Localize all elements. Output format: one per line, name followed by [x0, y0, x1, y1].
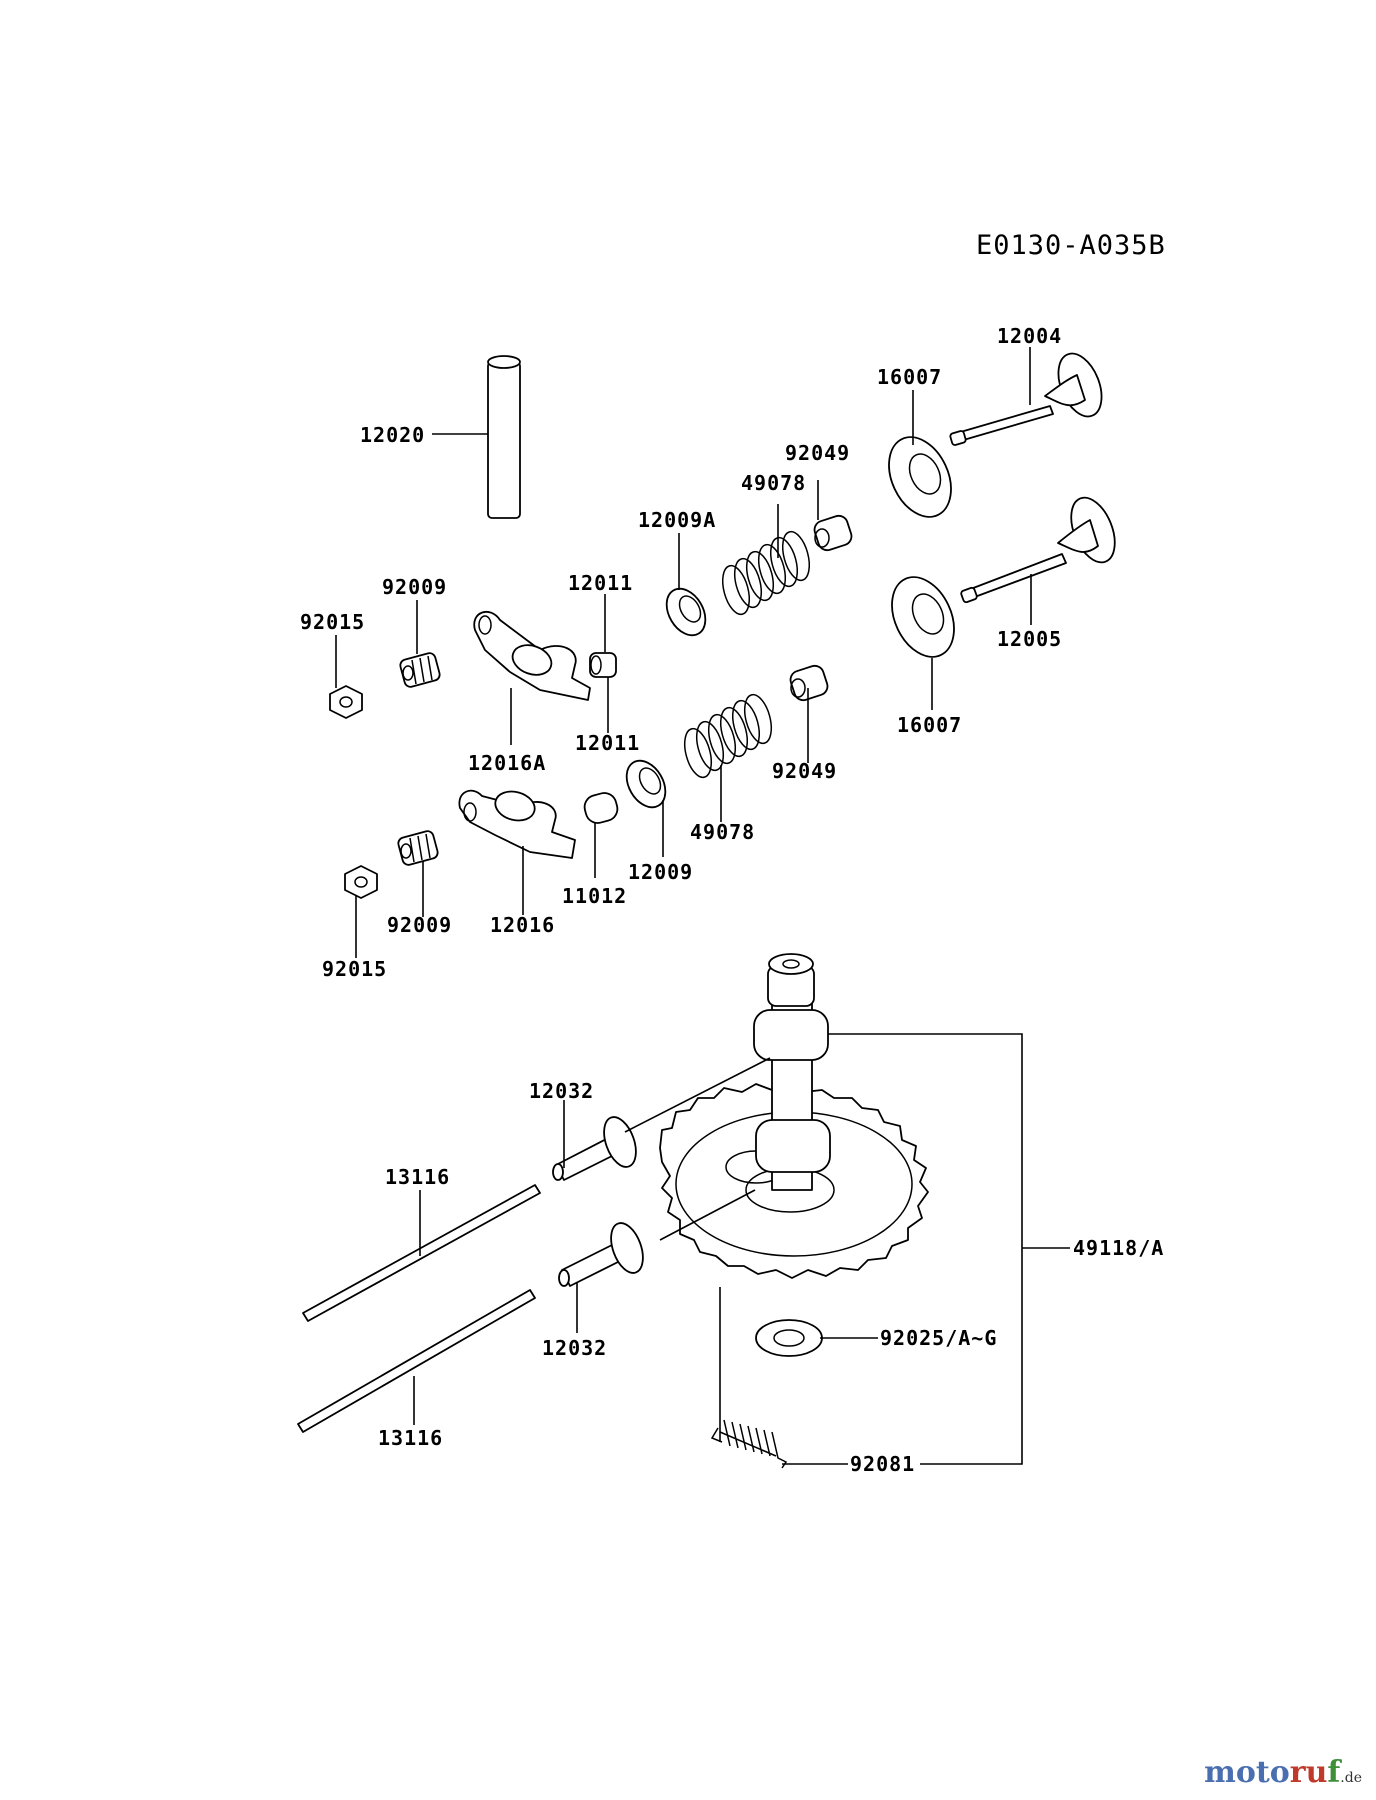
label-92015-top: 92015 — [300, 610, 365, 634]
label-92025: 92025/A~G — [880, 1326, 997, 1350]
leader-lines — [335, 347, 1070, 1465]
label-12009: 12009 — [628, 860, 693, 884]
tappet-12032-bottom[interactable] — [558, 1219, 649, 1287]
label-92015-bottom: 92015 — [322, 957, 387, 981]
rocker-arm-12016A[interactable] — [473, 610, 591, 701]
pushrod-13116-bottom[interactable] — [297, 1289, 536, 1433]
label-12009A: 12009A — [638, 508, 716, 532]
label-49118A: 49118/A — [1073, 1236, 1164, 1260]
seal-92049-top[interactable] — [812, 513, 854, 552]
seal-92049-bottom[interactable] — [788, 663, 830, 702]
label-92009-top: 92009 — [382, 575, 447, 599]
spring-49078-top[interactable] — [718, 529, 814, 618]
nut-92015-top[interactable] — [329, 685, 363, 719]
nut-92015-bottom[interactable] — [344, 865, 378, 899]
pushrod-13116-top[interactable] — [302, 1184, 541, 1322]
label-12032-top: 12032 — [529, 1079, 594, 1103]
part-labels: 12004 16007 12020 92049 49078 12009A 920… — [300, 324, 1164, 1476]
label-49078-top: 49078 — [741, 471, 806, 495]
label-12020: 12020 — [360, 423, 425, 447]
cap-11012[interactable] — [582, 790, 620, 825]
label-12005: 12005 — [997, 627, 1062, 651]
spring-49078-bottom[interactable] — [680, 692, 776, 781]
label-12016: 12016 — [490, 913, 555, 937]
tappet-12032-top[interactable] — [552, 1113, 642, 1181]
label-92049-top: 92049 — [785, 441, 850, 465]
retainer-16007-top[interactable] — [877, 427, 963, 527]
label-12032-bottom: 12032 — [542, 1336, 607, 1360]
shim-92025[interactable] — [755, 1319, 823, 1357]
label-12011-top: 12011 — [568, 571, 633, 595]
label-12011-bottom: 12011 — [575, 731, 640, 755]
retainer-12009A[interactable] — [659, 582, 713, 642]
label-11012: 11012 — [562, 884, 627, 908]
label-92081: 92081 — [850, 1452, 915, 1476]
pivot-12011[interactable] — [589, 652, 617, 678]
label-16007-top: 16007 — [877, 365, 942, 389]
screw-92009-bottom[interactable] — [397, 830, 439, 866]
label-49078-bottom: 49078 — [690, 820, 755, 844]
spring-92081[interactable] — [710, 1419, 788, 1469]
rocker-arm-12016[interactable] — [458, 787, 576, 859]
retainer-12009[interactable] — [619, 754, 673, 814]
label-92009-bottom: 92009 — [387, 913, 452, 937]
label-16007-bottom: 16007 — [897, 713, 962, 737]
valve-12005[interactable] — [960, 491, 1123, 604]
rod-12020[interactable] — [487, 355, 521, 519]
diagram-code: E0130-A035B — [976, 230, 1166, 261]
label-12004: 12004 — [997, 324, 1062, 348]
label-13116-top: 13116 — [385, 1165, 450, 1189]
camshaft-49118A[interactable] — [659, 953, 929, 1279]
retainer-16007-bottom[interactable] — [880, 567, 966, 667]
watermark-logo: motoruf.de — [1204, 1755, 1362, 1790]
label-13116-bottom: 13116 — [378, 1426, 443, 1450]
label-12016A: 12016A — [468, 751, 546, 775]
screw-92009-top[interactable] — [399, 652, 441, 688]
valve-12004[interactable] — [949, 347, 1110, 446]
label-92049-bottom: 92049 — [772, 759, 837, 783]
